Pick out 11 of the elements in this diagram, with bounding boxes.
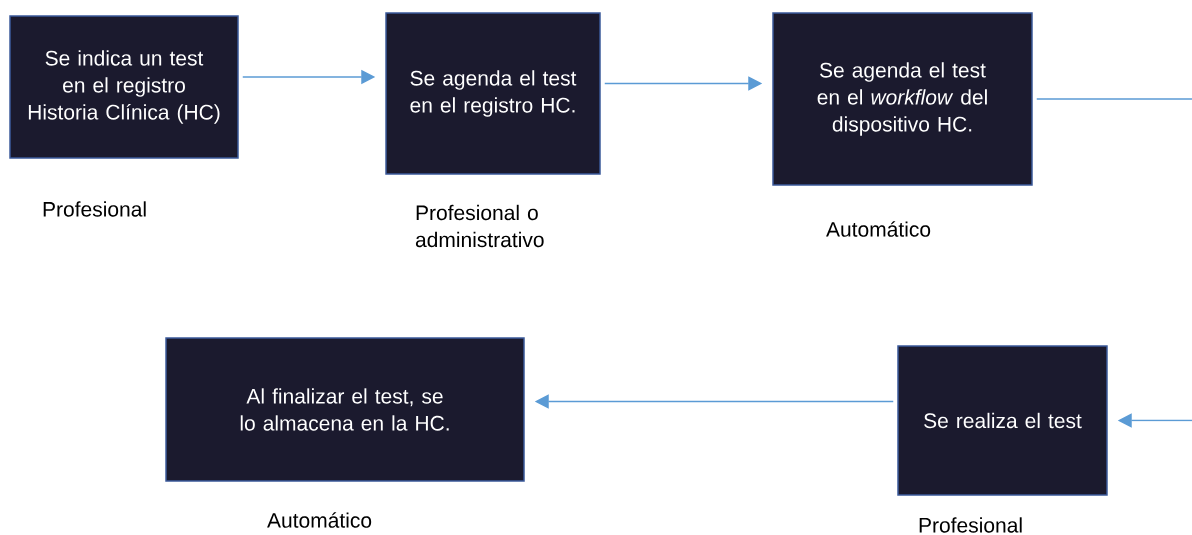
process-box: Se indica un test en el registro Historia Clínica (HC) xyxy=(9,15,239,159)
process-box: Se agenda el test en el registro HC. xyxy=(385,12,601,175)
actor-label: Profesional o administrativo xyxy=(415,204,544,248)
process-box: Al finalizar el test, se lo almacena en la HC. xyxy=(165,337,525,482)
actor-label: Profesional xyxy=(43,201,146,217)
arrow xyxy=(1036,98,1192,428)
actor-label: Automático xyxy=(267,512,372,528)
process-box: Se agenda el test en el workflow del dispositivo HC. xyxy=(772,12,1033,186)
process-box: Se realiza el test xyxy=(897,345,1108,496)
actor-label: Automático xyxy=(826,221,931,237)
actor-label: Profesional xyxy=(919,517,1022,533)
